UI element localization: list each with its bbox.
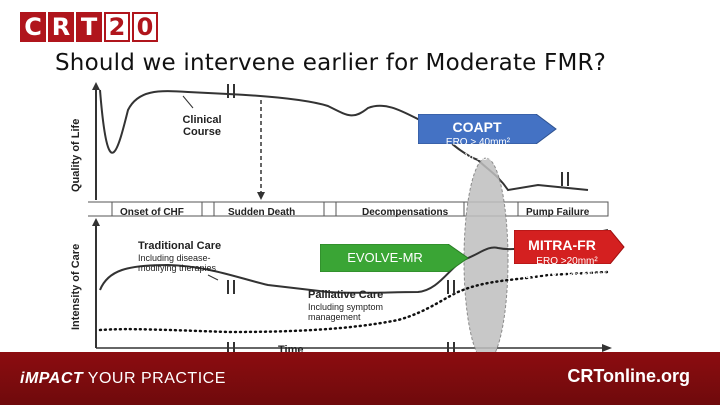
traditional-care-label: Traditional Care bbox=[138, 240, 222, 252]
coapt-ero: ERO > 40mm² bbox=[445, 137, 511, 148]
tagline-rest: YOUR PRACTICE bbox=[87, 370, 226, 387]
event-sudden-death: Sudden Death bbox=[228, 207, 296, 218]
palliative-care-sub: Including symptom management bbox=[308, 302, 384, 322]
logo-letter-r: R bbox=[48, 12, 74, 42]
evolve-arrow bbox=[320, 244, 469, 272]
footer-bar bbox=[0, 352, 720, 405]
logo-letter-c: C bbox=[20, 12, 46, 42]
brand-logo: CRTonline.org bbox=[567, 366, 690, 386]
evolve-title: EVOLVE-MR bbox=[347, 250, 423, 265]
palliative-care-label: Palliative Care bbox=[308, 289, 384, 301]
logo-digit-2: 2 bbox=[104, 12, 130, 42]
clinical-course-label: Clinical Course bbox=[182, 114, 222, 138]
slide-title: Should we intervene earlier for Moderate… bbox=[55, 50, 607, 76]
coapt-arrow bbox=[418, 114, 557, 144]
mitra-title: MITRA-FR bbox=[528, 237, 596, 253]
coapt-title: COAPT bbox=[452, 119, 502, 135]
mitra-ero: ERO >20mm² bbox=[536, 256, 598, 267]
y-axis-lower-label: Intensity of Care bbox=[70, 243, 82, 330]
mitra-arrow bbox=[514, 230, 625, 264]
coapt-lvedvi: LVEDVi 100ml/m² bbox=[439, 152, 519, 163]
event-decompensations: Decompensations bbox=[362, 207, 449, 218]
y-axis-upper-label: Quality of Life bbox=[70, 118, 82, 192]
footer-tagline: iMPACT YOUR PRACTICE bbox=[20, 370, 226, 388]
tagline-impact: iMPACT bbox=[20, 370, 84, 387]
crt20-logo: C R T 2 0 bbox=[20, 12, 158, 42]
logo-letter-t: T bbox=[76, 12, 102, 42]
logo-digit-0: 0 bbox=[132, 12, 158, 42]
traditional-care-sub: Including disease-modifying therapies bbox=[138, 253, 217, 273]
mitra-lvedvi: LVEDVi 135 ml/m² bbox=[525, 270, 607, 281]
event-onset-chf: Onset of CHF bbox=[120, 207, 184, 218]
event-pump-failure: Pump Failure bbox=[526, 207, 590, 218]
